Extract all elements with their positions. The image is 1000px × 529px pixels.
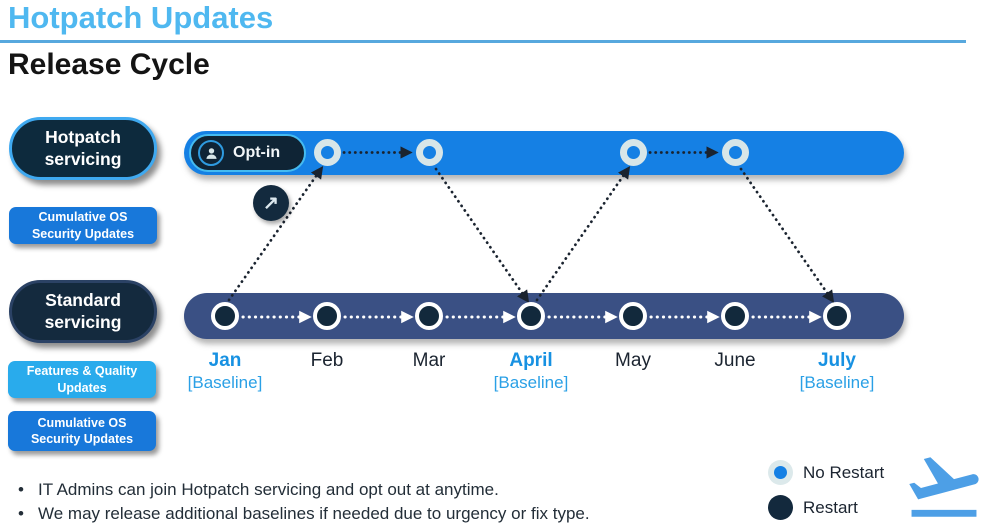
month-may: May bbox=[578, 350, 688, 372]
month-june: June bbox=[680, 350, 790, 372]
page-title: Hotpatch Updates bbox=[8, 0, 274, 35]
no-restart-node-mar bbox=[416, 139, 443, 166]
footnote-item: We may release additional baselines if n… bbox=[14, 502, 754, 526]
page-subtitle: Release Cycle bbox=[8, 48, 210, 81]
standard-security-updates-label: Cumulative OS Security Updates bbox=[8, 411, 156, 451]
airplane-takeoff-icon bbox=[909, 457, 979, 517]
baseline-tag: [Baseline] bbox=[799, 373, 875, 392]
restart-node-mar bbox=[415, 302, 443, 330]
legend-restart: Restart bbox=[768, 495, 858, 520]
restart-node-feb bbox=[313, 302, 341, 330]
month-label: May bbox=[615, 350, 651, 371]
restart-node-june bbox=[721, 302, 749, 330]
legend-label: Restart bbox=[803, 497, 858, 517]
arrow-up-right-icon: ↗ bbox=[253, 185, 289, 221]
month-label: April bbox=[509, 350, 553, 371]
baseline-tag: [Baseline] bbox=[187, 373, 263, 392]
month-label: Mar bbox=[412, 350, 446, 371]
opt-in-label: Opt-in bbox=[233, 144, 281, 161]
opt-in-button: Opt-in bbox=[189, 134, 306, 172]
restart-node-july bbox=[823, 302, 851, 330]
no-restart-node-may bbox=[620, 139, 647, 166]
month-label: Feb bbox=[310, 350, 344, 371]
restart-node-may bbox=[619, 302, 647, 330]
legend-no-restart: No Restart bbox=[768, 460, 884, 485]
title-underline bbox=[0, 40, 966, 43]
month-feb: Feb bbox=[272, 350, 382, 372]
footnotes: IT Admins can join Hotpatch servicing an… bbox=[14, 478, 754, 526]
footnote-item: IT Admins can join Hotpatch servicing an… bbox=[14, 478, 754, 502]
person-icon bbox=[198, 140, 224, 166]
baseline-tag: [Baseline] bbox=[493, 373, 569, 392]
month-mar: Mar bbox=[374, 350, 484, 372]
hotpatch-servicing-label: Hotpatch servicing bbox=[9, 117, 157, 180]
month-label: Jan bbox=[208, 350, 242, 371]
month-april: April [Baseline] bbox=[476, 350, 586, 393]
hotpatch-security-updates-label: Cumulative OS Security Updates bbox=[9, 207, 157, 244]
features-quality-updates-label: Features & Quality Updates bbox=[8, 361, 156, 398]
restart-node-april bbox=[517, 302, 545, 330]
restart-node-jan bbox=[211, 302, 239, 330]
no-restart-node-feb bbox=[314, 139, 341, 166]
month-label: June bbox=[714, 350, 756, 371]
month-july: July [Baseline] bbox=[782, 350, 892, 393]
month-label: July bbox=[817, 350, 857, 371]
no-restart-node-june bbox=[722, 139, 749, 166]
standard-servicing-label: Standard servicing bbox=[9, 280, 157, 343]
month-jan: Jan [Baseline] bbox=[170, 350, 280, 393]
no-restart-marker-icon bbox=[768, 460, 793, 485]
restart-marker-icon bbox=[768, 495, 793, 520]
legend-label: No Restart bbox=[803, 462, 885, 482]
